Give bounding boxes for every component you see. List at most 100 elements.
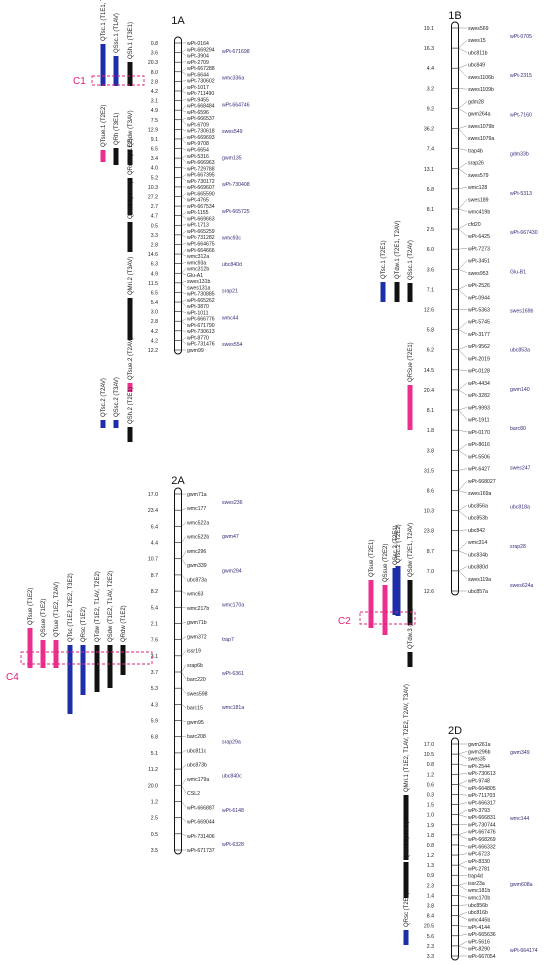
distance-label: 3.1: [151, 654, 158, 660]
marker-label: wPt-730618: [187, 129, 215, 135]
distance-label: 12.6: [424, 308, 434, 314]
distance-label: 14.5: [424, 368, 434, 374]
distance-label: 20.4: [424, 388, 434, 394]
marker-connector: [458, 864, 468, 869]
marker-connector: [458, 802, 468, 805]
marker-label: gwm71a: [187, 492, 207, 498]
distance-label: 4.2: [151, 89, 158, 95]
distance-label: 12.2: [148, 348, 158, 354]
distance-label: 3.0: [151, 310, 158, 316]
distance-label: 4.9: [151, 271, 158, 277]
marker-label: gwm372: [187, 634, 207, 640]
marker-label: wPt-668484: [187, 104, 215, 110]
chromosome-bar-2A: [174, 487, 182, 855]
marker-label: swes119a: [468, 577, 491, 583]
secondary-marker-label: wmc93c: [222, 235, 241, 241]
qtl-label: QRsc (T1E2): [81, 607, 87, 642]
marker-label: CSL2: [187, 791, 200, 797]
distance-label: 5.9: [151, 719, 158, 725]
distance-label: 0.3: [427, 792, 434, 798]
marker-connector: [181, 636, 187, 640]
marker-connector: [181, 167, 187, 169]
marker-connector: [181, 282, 187, 288]
qtl-label: QSsc.2 (T2E1): [393, 525, 399, 565]
marker-label: wPt-2526: [468, 283, 490, 289]
qtl-label: QRh (T3E1): [114, 113, 120, 145]
qtl-label: QTdw (T1E2, T1AV, T2E2): [95, 571, 101, 642]
qtl-label: QSh.2 (T2E1): [128, 387, 134, 424]
secondary-marker-label: gwm349: [510, 750, 530, 756]
marker-label: ubc849: [468, 63, 485, 69]
marker-label: wmc181b: [468, 888, 490, 894]
marker-label: wPt-666537: [187, 116, 215, 122]
marker-connector: [181, 817, 187, 822]
secondary-marker-label: srap29a: [222, 739, 241, 745]
marker-label: gwm99: [187, 348, 204, 354]
marker-connector: [181, 157, 187, 163]
marker-connector: [458, 289, 468, 298]
marker-connector: [458, 40, 468, 49]
qtl-cluster-box-C1: [91, 75, 145, 86]
qtl-label: QSsue (T2E2): [383, 544, 389, 582]
marker-label: wPt-664805: [468, 786, 496, 792]
marker-label: wPt-1155: [187, 210, 209, 216]
distance-label: 3.8: [427, 448, 434, 454]
distance-label: 8.1: [427, 408, 434, 414]
marker-connector: [458, 346, 468, 350]
qtl-label: QSsc.1 (T1AV): [114, 13, 120, 53]
marker-connector: [458, 882, 468, 886]
secondary-marker-label: gdm33b: [510, 152, 529, 158]
secondary-marker-label: wPt-664174: [510, 948, 538, 954]
marker-label: wPt-0170: [468, 430, 490, 436]
marker-label: wPt-667288: [187, 66, 215, 72]
secondary-marker-label: wPt-664746: [222, 102, 250, 108]
distance-label: 16.3: [424, 46, 434, 52]
secondary-marker-label: barc80: [510, 426, 526, 432]
distance-label: 20.3: [148, 60, 158, 66]
marker-connector: [458, 468, 468, 471]
marker-label: barc15: [187, 706, 203, 712]
qtl-label: QSsc.2 (T3AV): [114, 377, 120, 417]
qtl-label: QTsc.2 (T2E2): [396, 524, 402, 563]
distance-label: 0.9: [427, 873, 434, 879]
distance-label: 4.9: [151, 108, 158, 114]
qtl-label: QTsc (T1E2, T2E2, T3E2): [68, 573, 74, 642]
marker-label: wmc128: [468, 185, 487, 191]
secondary-marker-label: swes549: [222, 129, 243, 135]
marker-label: wPt-9455: [187, 97, 209, 103]
distance-label: 12.6: [424, 589, 434, 595]
distance-label: 31.5: [424, 468, 434, 474]
distance-label: 3.5: [151, 848, 158, 854]
marker-connector: [181, 118, 187, 120]
marker-label: wPt-664675: [187, 241, 215, 247]
marker-label: wPt-8290: [468, 947, 490, 953]
marker-label: wPt-9708: [187, 141, 209, 147]
marker-connector: [181, 301, 187, 307]
marker-connector: [181, 720, 187, 723]
secondary-marker-label: wmc181a: [222, 705, 244, 711]
distance-label: 0.6: [427, 782, 434, 788]
distance-label: 5.1: [151, 751, 158, 757]
marker-connector: [181, 90, 187, 94]
qtl-bar: [394, 282, 400, 302]
distance-label: 3.3: [151, 233, 158, 239]
marker-connector: [181, 508, 187, 511]
qtl-label: QTsue.2 (T2AV): [128, 337, 134, 380]
qtl-label: QRsc (T2E2): [404, 892, 410, 927]
distance-label: 8.4: [427, 914, 434, 920]
qtl-bar: [100, 420, 106, 428]
marker-label: wmc217b: [187, 606, 209, 612]
marker-label: wPt-5745: [468, 320, 490, 326]
marker-label: wPt-669607: [187, 185, 215, 191]
secondary-marker-label: trap7: [222, 637, 234, 643]
marker-connector: [181, 671, 187, 680]
marker-connector: [181, 86, 187, 92]
marker-label: wPt-730613: [187, 329, 215, 335]
marker-label: wPt-0944: [468, 295, 490, 301]
marker-label: swes1079b: [468, 124, 494, 130]
marker-connector: [181, 136, 187, 140]
marker-connector: [181, 67, 187, 72]
distance-label: 6.3: [151, 262, 158, 268]
qtl-bar: [127, 383, 133, 392]
marker-label: wPt-6425: [468, 234, 490, 240]
